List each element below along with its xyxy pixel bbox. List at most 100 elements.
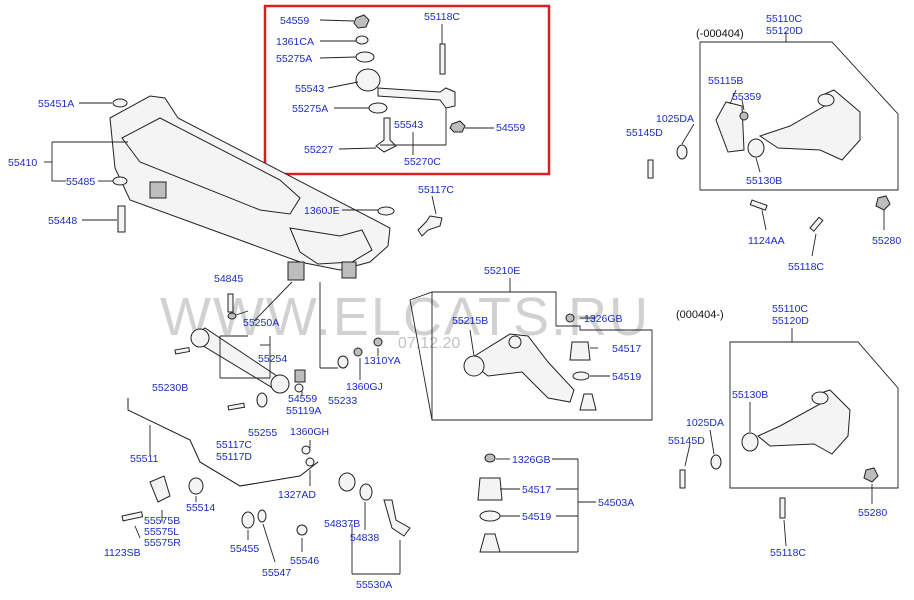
part-label[interactable]: 1310YA (364, 355, 401, 367)
part-label[interactable]: 55110C (766, 13, 802, 25)
part-label[interactable]: 55448 (48, 215, 77, 227)
ball-joint-assembly (477, 453, 596, 553)
mount-bushing-part (341, 261, 357, 279)
part-label[interactable]: 55110C (772, 303, 808, 315)
link-arm-part (377, 87, 456, 109)
part-label[interactable]: 55233 (328, 395, 357, 407)
upper-arm-assembly-late (679, 328, 899, 547)
part-label[interactable]: 55227 (304, 144, 333, 156)
part-label[interactable]: 55130B (746, 175, 782, 187)
part-label[interactable]: 55575B (144, 515, 180, 527)
part-label[interactable]: 55117D (216, 451, 252, 463)
nut-part (449, 120, 466, 133)
group-label-early: (-000404) (696, 28, 744, 40)
lower-arm-assembly (409, 278, 653, 421)
lateral-link-assembly (174, 281, 383, 411)
part-label[interactable]: 55145D (668, 435, 705, 447)
part-label[interactable]: 1360GJ (346, 381, 383, 393)
part-label[interactable]: 55275A (276, 53, 312, 65)
watermark-date: 07.12.20 (398, 335, 460, 352)
part-label[interactable]: 55275A (292, 103, 328, 115)
bolt-part (417, 215, 443, 237)
part-label[interactable]: 55359 (732, 91, 761, 103)
part-label[interactable]: 54517 (612, 343, 641, 355)
part-label[interactable]: 1124AA (748, 235, 785, 247)
upper-arm-assembly-early (647, 32, 899, 257)
part-label[interactable]: 55120D (772, 315, 809, 327)
part-label[interactable]: 55210E (484, 265, 520, 277)
part-label[interactable]: 55530A (356, 579, 392, 591)
part-label[interactable]: 1361CA (276, 36, 314, 48)
part-label[interactable]: 54837B (324, 518, 360, 530)
part-label[interactable]: 55117C (216, 439, 252, 451)
part-label[interactable]: 1123SB (104, 547, 141, 559)
part-label[interactable]: 55546 (290, 555, 319, 567)
group-label-late: (000404-) (676, 309, 724, 321)
mount-bushing-part (149, 181, 167, 199)
part-label[interactable]: 55130B (732, 389, 768, 401)
part-label[interactable]: 54517 (522, 484, 551, 496)
part-label[interactable]: 55543 (394, 119, 423, 131)
part-label[interactable]: 55254 (258, 353, 287, 365)
part-label[interactable]: 55120D (766, 25, 803, 37)
part-label[interactable]: 55145D (626, 127, 663, 139)
part-label[interactable]: 55410 (8, 157, 37, 169)
lower-arm-part (467, 333, 575, 403)
part-label[interactable]: 55230B (152, 382, 188, 394)
mount-bushing-part (287, 261, 305, 281)
part-label[interactable]: 1326GB (584, 313, 623, 325)
bolt-part (117, 205, 126, 233)
part-label[interactable]: 1327AD (278, 489, 316, 501)
part-label[interactable]: 55575L (144, 526, 179, 538)
part-label[interactable]: 55118C (788, 261, 824, 273)
part-label[interactable]: 1025DA (656, 113, 694, 125)
stabilizer-bar-assembly (121, 398, 411, 575)
part-label[interactable]: 1326GB (512, 454, 551, 466)
part-label[interactable]: 55117C (418, 184, 454, 196)
washer-part (112, 176, 128, 186)
upper-arm-part (758, 89, 861, 161)
part-label[interactable]: 1360GH (290, 426, 329, 438)
part-label[interactable]: 54519 (522, 511, 551, 523)
part-label[interactable]: 55215B (452, 315, 488, 327)
part-label[interactable]: 54559 (496, 122, 525, 134)
part-label[interactable]: 55547 (262, 567, 291, 579)
part-label[interactable]: 54845 (214, 273, 243, 285)
part-label[interactable]: 55118C (424, 11, 460, 23)
part-label[interactable]: 55280 (872, 235, 901, 247)
part-label[interactable]: 54838 (350, 532, 379, 544)
bushing-part (355, 68, 381, 92)
part-label[interactable]: 55119A (286, 405, 321, 417)
stabilizer-link-assembly (319, 14, 494, 155)
part-label[interactable]: 55115B (708, 75, 743, 87)
part-label[interactable]: 55255 (248, 427, 277, 439)
part-label[interactable]: 1360JE (304, 205, 340, 217)
washer-part (368, 102, 388, 114)
crossmember-assembly (44, 95, 443, 281)
upper-arm-part (757, 389, 851, 455)
bolt-part (439, 43, 446, 75)
part-label[interactable]: 55514 (186, 502, 215, 514)
part-label[interactable]: 55575R (144, 537, 181, 549)
part-label[interactable]: 55451A (38, 98, 74, 110)
part-label[interactable]: 55250A (243, 317, 279, 329)
nut-part (353, 14, 370, 29)
part-label[interactable]: 55455 (230, 543, 259, 555)
washer-part (355, 51, 375, 63)
part-label[interactable]: 1025DA (686, 417, 724, 429)
washer-part (377, 206, 395, 216)
part-label[interactable]: 55543 (295, 83, 324, 95)
part-label[interactable]: 54559 (288, 393, 317, 405)
part-label[interactable]: 55280 (858, 507, 887, 519)
part-labels: 54559 55118C 1361CA 55275A 55543 55275A … (8, 11, 901, 591)
part-label[interactable]: 55485 (66, 176, 95, 188)
part-label[interactable]: 55511 (130, 453, 159, 465)
part-label[interactable]: 54503A (598, 497, 634, 509)
part-label[interactable]: 54559 (280, 15, 309, 27)
part-label[interactable]: 55270C (404, 156, 441, 168)
part-label[interactable]: 55118C (770, 547, 806, 559)
washer-part (355, 35, 369, 45)
part-label[interactable]: 54519 (612, 371, 641, 383)
